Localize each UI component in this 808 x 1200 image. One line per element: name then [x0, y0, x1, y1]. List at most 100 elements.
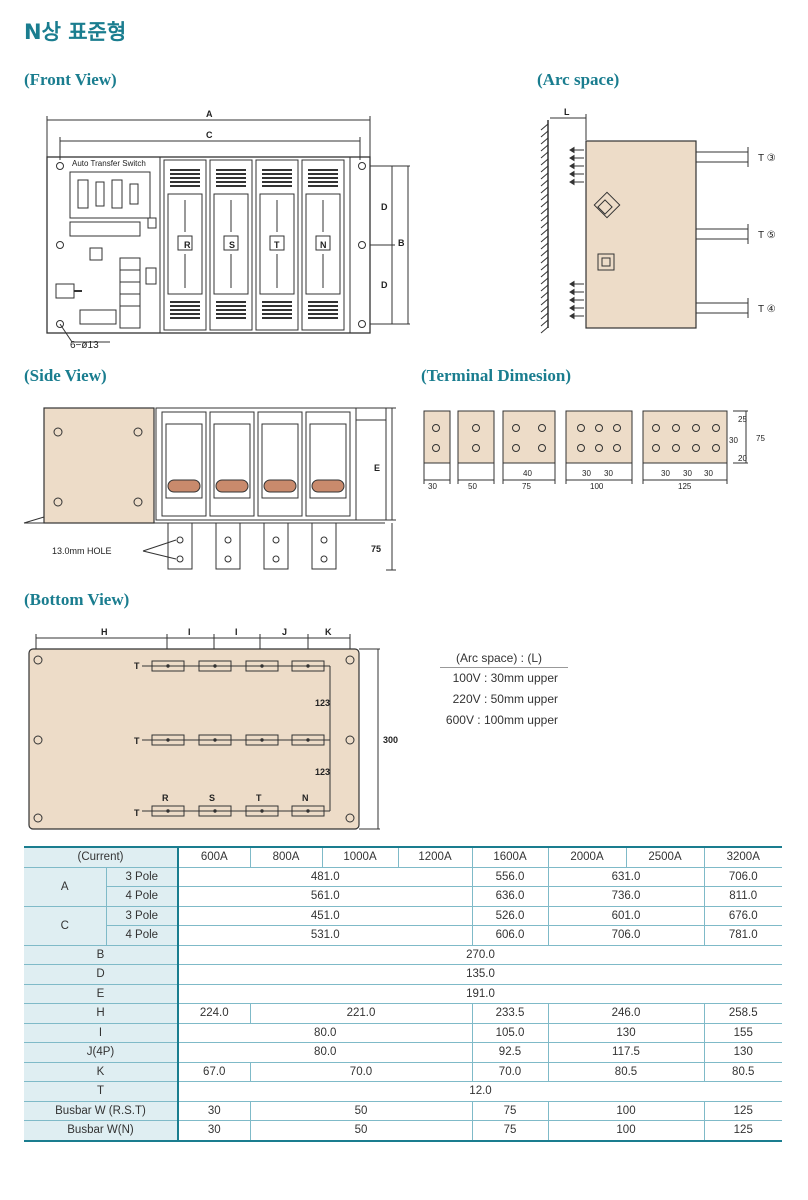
table-cell: 706.0 [704, 867, 782, 887]
arc-note-row: 100V : 30mm upper [452, 671, 558, 685]
wall-hatch [540, 193, 549, 201]
table-cell: 100 [548, 1120, 705, 1142]
dim-e-label: E [374, 463, 380, 473]
t5-label: T ⑤ [758, 230, 776, 241]
bottom-pole-n: N [302, 793, 309, 803]
pole-label-r: R [184, 240, 191, 250]
side-pole-window [213, 423, 251, 499]
busbar-slot [151, 734, 185, 746]
side-handle [263, 479, 297, 493]
table-row: D 135.0 [24, 964, 782, 985]
table-cell: 4 Pole [106, 925, 179, 946]
table-cell: 2000A [548, 846, 627, 868]
table-row: B 270.0 [24, 945, 782, 965]
tv-25: 25 [738, 415, 747, 424]
table-cell: 50 [250, 1120, 473, 1142]
t-label-bot: T [134, 808, 140, 818]
table-cell: 601.0 [548, 906, 705, 926]
dim-j-label: J [282, 627, 287, 637]
pole-label-box [223, 235, 239, 251]
table-row: Busbar W(N) 30 50 75 100 125 [24, 1120, 782, 1142]
arc-arrow-head [569, 304, 575, 312]
wall-hatch [540, 214, 549, 222]
wall-hatch [540, 319, 549, 327]
wall-hatch [540, 242, 549, 250]
arc-arrow-head [569, 280, 575, 288]
terminal-hole [176, 555, 184, 563]
arc-arrow-head [569, 312, 575, 320]
table-cell: 50 [250, 1101, 473, 1121]
terminal-hole [652, 424, 660, 432]
busbar-hole [213, 809, 217, 813]
table-cell: 125 [704, 1120, 782, 1142]
terminal-hole [176, 536, 184, 544]
table-cell: 75 [472, 1120, 549, 1142]
terminal-hole [272, 555, 280, 563]
wall-hatch [540, 228, 549, 236]
arc-space-note: (Arc space) : (L) 100V : 30mm upper 220V… [440, 648, 568, 731]
arc-arrow-head [569, 170, 575, 178]
wall-hatch [540, 221, 549, 229]
table-row: H 224.0 221.0 233.5 246.0 258.5 [24, 1003, 782, 1024]
tp-30c: 30 [661, 469, 670, 478]
busbar-slot [245, 805, 279, 817]
dim-i2-label: I [235, 627, 238, 637]
table-cell: 561.0 [178, 886, 473, 907]
table-row: J(4P) 80.0 92.5 117.5 130 [24, 1042, 782, 1063]
busbar-slot [198, 660, 232, 672]
wall-hatch [540, 137, 549, 145]
table-cell: 800A [250, 846, 323, 868]
t3-label: T ③ [758, 153, 776, 164]
table-cell: T [24, 1081, 179, 1102]
table-cell: 80.0 [178, 1023, 473, 1043]
side-handle [215, 479, 249, 493]
busbar-slot [151, 805, 185, 817]
table-cell: 135.0 [178, 964, 782, 985]
wall-hatch [540, 158, 549, 166]
side-handle [311, 479, 345, 493]
table-cell: 221.0 [250, 1003, 473, 1024]
wall-hatch [540, 263, 549, 271]
table-row: A 3 Pole 481.0 556.0 631.0 706.0 [24, 867, 782, 907]
table-cell: H [24, 1003, 179, 1024]
tv-30: 30 [729, 436, 738, 445]
terminal-hole [224, 536, 232, 544]
terminal-hole [672, 444, 680, 452]
busbar-hole [166, 809, 170, 813]
table-cell: I [24, 1023, 179, 1043]
table-cell: 224.0 [178, 1003, 251, 1024]
dim-a-label: A [206, 109, 213, 119]
wall-hatch [540, 305, 549, 313]
terminal-hole [577, 444, 585, 452]
table-cell: 531.0 [178, 925, 473, 946]
bottom-pole-r: R [162, 793, 169, 803]
table-cell: 600A [178, 846, 251, 868]
table-cell: E [24, 984, 179, 1004]
pole-label-box [269, 235, 285, 251]
tp-30b: 30 [604, 469, 613, 478]
side-pole-window [261, 423, 299, 499]
busbar-slot [245, 660, 279, 672]
terminal-hole [652, 444, 660, 452]
terminal-hole [224, 555, 232, 563]
terminal-bar [565, 410, 633, 464]
tw-100: 100 [590, 482, 604, 491]
bottom-pole-s: S [209, 793, 215, 803]
arc-arrow-head [569, 178, 575, 186]
terminal-hole [512, 424, 520, 432]
page-title: N상 표준형 [24, 20, 127, 44]
section-terminal-dimension: (Terminal Dimesion) [421, 366, 572, 385]
wall-hatch [540, 298, 549, 306]
wall-hatch [540, 256, 549, 264]
table-cell: 3 Pole [106, 906, 179, 926]
table-cell: 606.0 [472, 925, 549, 946]
t-label-mid: T [134, 736, 140, 746]
table-cell: K [24, 1062, 179, 1082]
terminal-hole [595, 424, 603, 432]
table-cell: 258.5 [704, 1003, 782, 1024]
busbar-hole [260, 809, 264, 813]
pole-window [167, 193, 203, 295]
dim-300-label: 300 [383, 735, 398, 745]
busbar-hole [306, 738, 310, 742]
wall-hatch [540, 144, 549, 152]
